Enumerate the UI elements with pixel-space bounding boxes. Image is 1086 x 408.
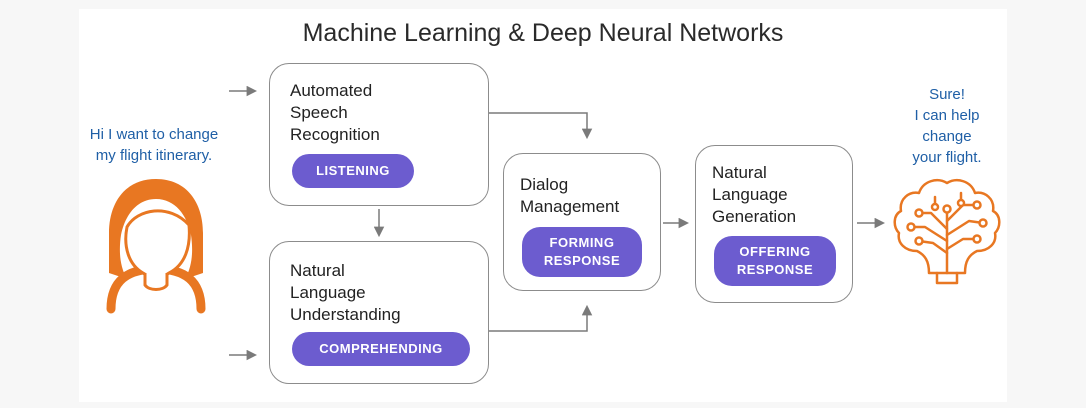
nlu-box: Natural Language Understanding COMPREHEN… xyxy=(269,241,489,384)
asr-box: Automated Speech Recognition LISTENING xyxy=(269,63,489,206)
nlu-label: Natural Language Understanding xyxy=(290,261,401,324)
diagram-canvas: Machine Learning & Deep Neural Networks … xyxy=(79,9,1007,402)
forming-response-badge: FORMING RESPONSE xyxy=(522,227,642,277)
person-icon xyxy=(106,179,206,314)
offering-response-badge: OFFERING RESPONSE xyxy=(714,236,836,286)
comprehending-badge: COMPREHENDING xyxy=(292,332,470,366)
bot-speech: Sure! I can help change your flight. xyxy=(912,86,982,166)
arrow-nlu-to-dialog xyxy=(489,304,593,332)
diagram-title: Machine Learning & Deep Neural Networks xyxy=(302,19,784,47)
nlg-label: Natural Language Generation xyxy=(712,163,797,226)
dialog-management-label: Dialog Management xyxy=(520,175,620,216)
brain-circuit-icon xyxy=(893,179,1001,285)
user-speech: Hi I want to change my flight itinerary. xyxy=(89,126,219,164)
nlg-box: Natural Language Generation OFFERING RES… xyxy=(695,145,853,303)
dialog-management-box: Dialog Management FORMING RESPONSE xyxy=(503,153,661,291)
listening-badge: LISTENING xyxy=(292,154,414,188)
arrow-asr-to-dialog xyxy=(489,112,593,140)
asr-label: Automated Speech Recognition xyxy=(290,81,380,144)
